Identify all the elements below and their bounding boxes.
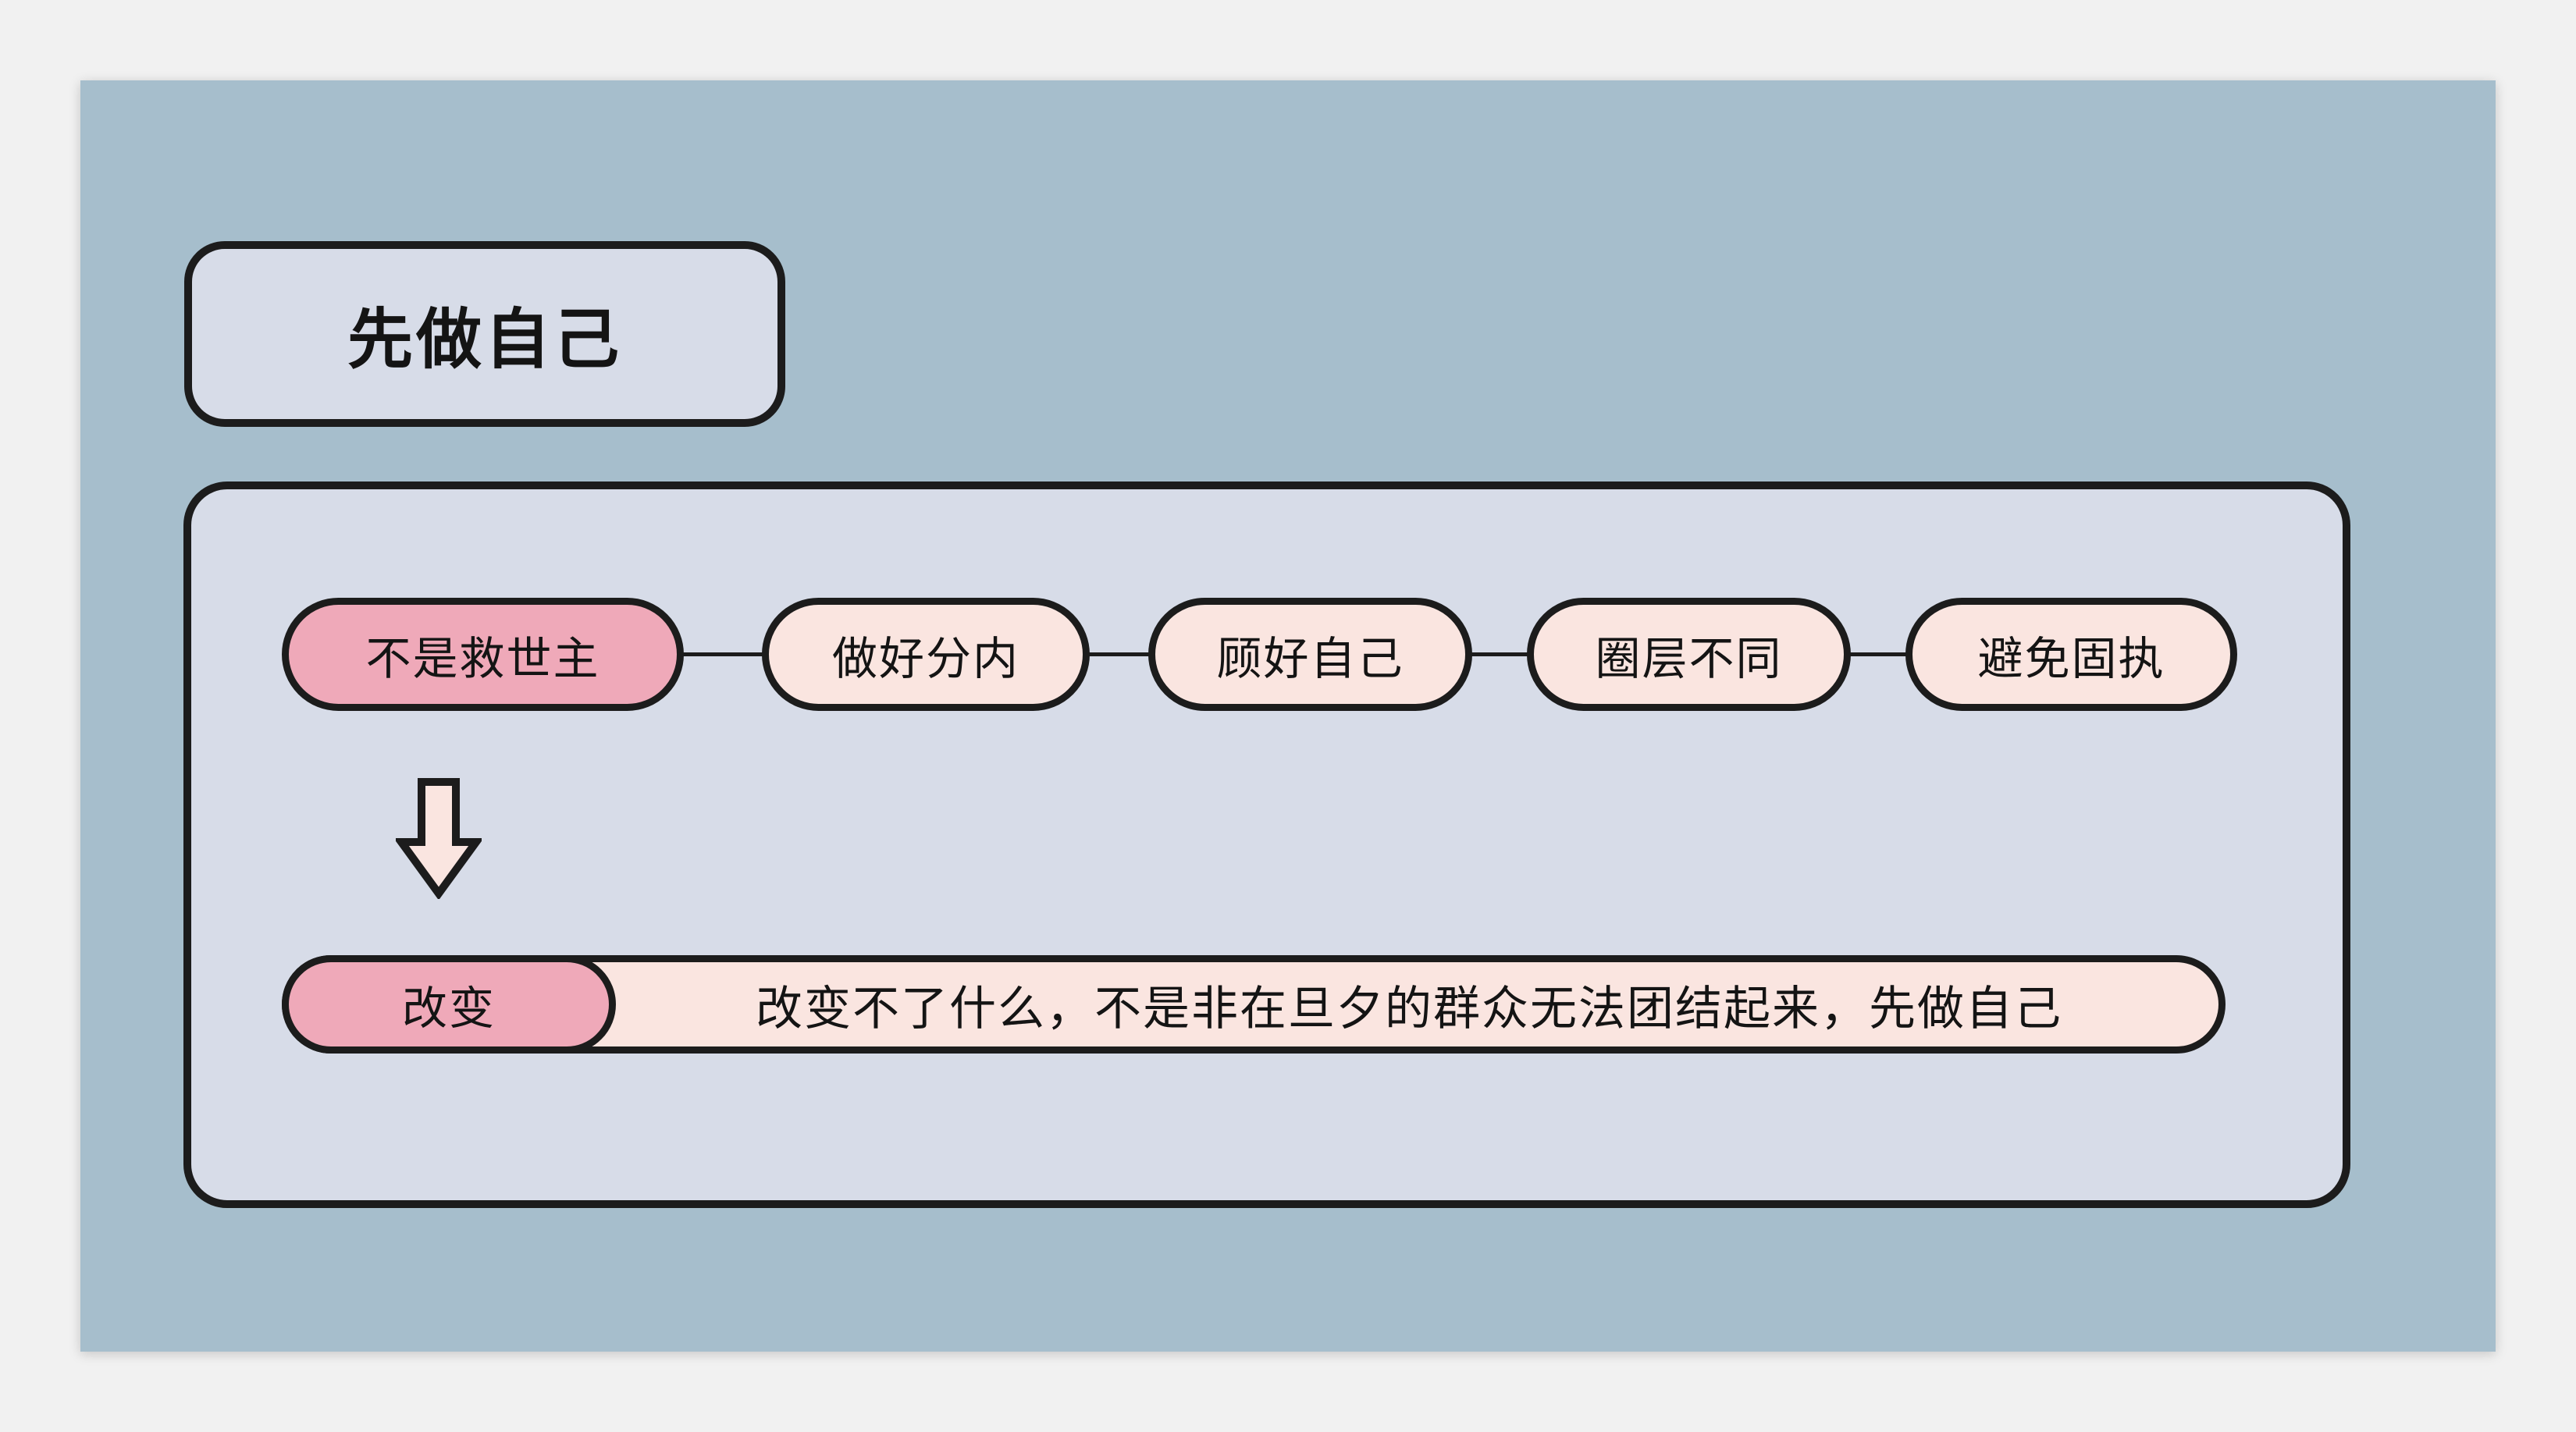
node-label: 做好分内: [831, 633, 1019, 684]
detail-bar[interactable]: 改变不了什么，不是非在旦夕的群众无法团结起来，先做自己: [282, 955, 2226, 1054]
detail-tag[interactable]: 改变: [282, 955, 616, 1054]
down-arrow-icon: [396, 778, 482, 899]
detail-note: 改变不了什么，不是非在旦夕的群众无法团结起来，先做自己: [756, 982, 2062, 1035]
node-label: 不是救世主: [365, 633, 600, 684]
title-box[interactable]: 先做自己: [184, 241, 785, 427]
flow-panel: 不是救世主 做好分内 顾好自己 圈层不同 避免固执 改变不了什么，不是非在旦夕的…: [183, 481, 2350, 1208]
connector-line: [682, 652, 763, 656]
node-label: 圈层不同: [1595, 633, 1783, 684]
node-different-circles[interactable]: 圈层不同: [1527, 598, 1851, 711]
node-not-savior[interactable]: 不是救世主: [282, 598, 684, 711]
node-label: 避免固执: [1977, 633, 2165, 684]
detail-tag-label: 改变: [401, 983, 496, 1034]
connector-line: [1849, 652, 1907, 656]
node-care-for-self[interactable]: 顾好自己: [1148, 598, 1472, 711]
node-label: 顾好自己: [1216, 633, 1404, 684]
connector-line: [1088, 652, 1150, 656]
connector-line: [1471, 652, 1528, 656]
node-avoid-stubbornness[interactable]: 避免固执: [1905, 598, 2237, 711]
node-do-your-part[interactable]: 做好分内: [762, 598, 1090, 711]
page-title: 先做自己: [347, 302, 622, 376]
slide: 先做自己 不是救世主 做好分内 顾好自己 圈层不同 避免固执 改变不了什么，不是…: [80, 80, 2496, 1352]
